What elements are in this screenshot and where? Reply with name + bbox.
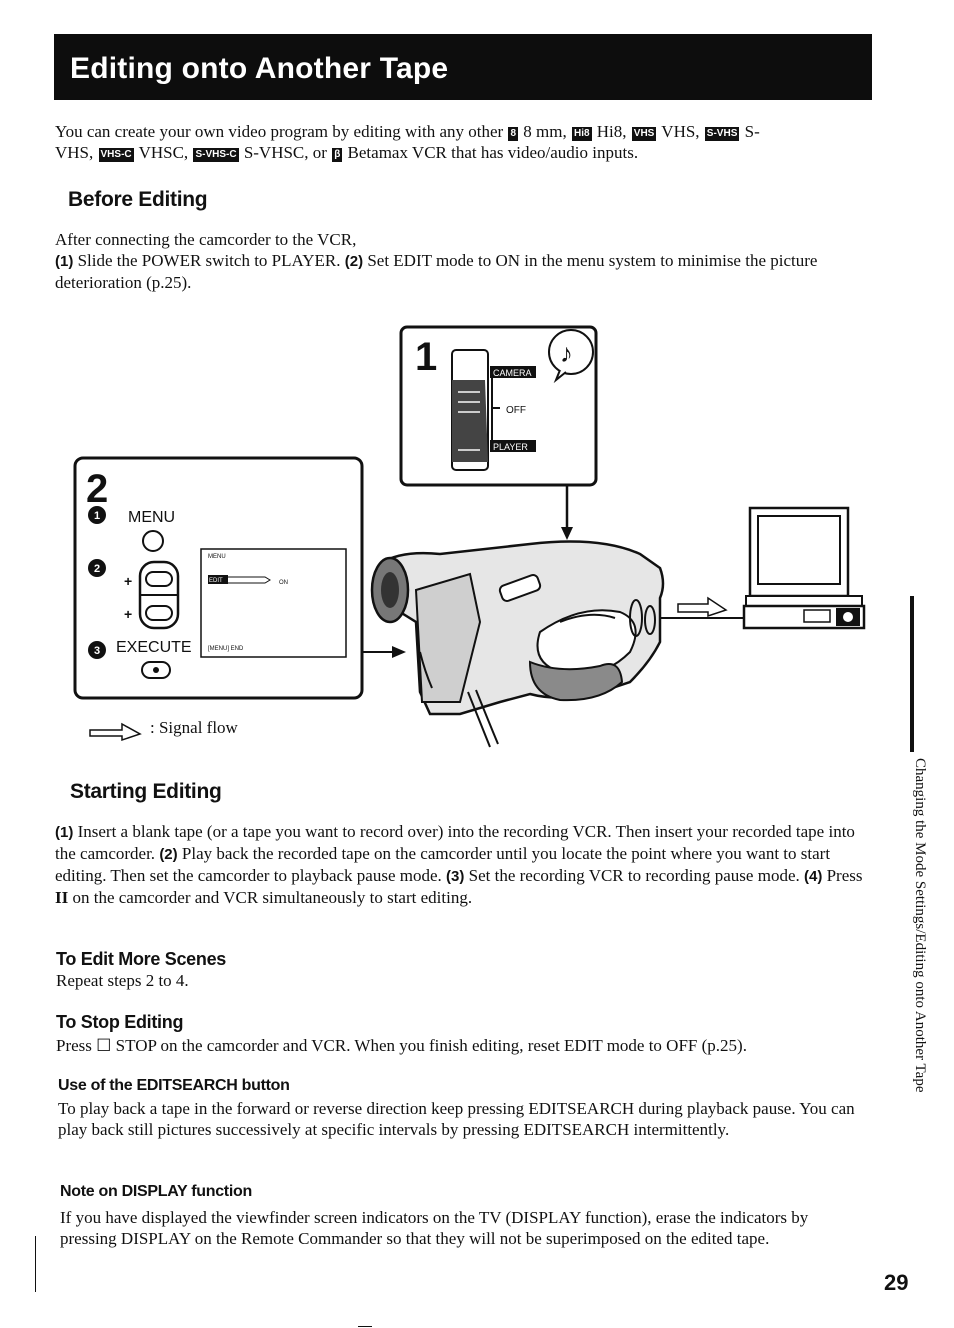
stop-editing-body: Press ☐ STOP on the camcorder and VCR. W… — [56, 1035, 876, 1056]
before-editing-heading: Before Editing — [68, 188, 208, 211]
step2-panel: 2 1 MENU 2 + + 3 EXECUTE MENU EDIT ON [M… — [73, 456, 364, 700]
page-title: Editing onto Another Tape — [70, 52, 449, 85]
svg-text:+: + — [124, 606, 132, 622]
intro-text: You can create your own video program by… — [55, 122, 504, 141]
stop-editing-heading: To Stop Editing — [56, 1012, 184, 1032]
side-tab-label: Changing the Mode Settings/Editing onto … — [912, 758, 928, 1093]
left-margin-rule — [35, 1236, 36, 1292]
screen-edit-label: EDIT — [209, 578, 223, 584]
stop-icon: ☐ — [96, 1036, 112, 1055]
svg-text:3: 3 — [94, 645, 100, 657]
before-step2: Set EDIT mode to ON in the menu system t… — [55, 251, 818, 292]
intro-svhsc: S-VHSC, or — [239, 143, 332, 162]
before-line1: After connecting the camcorder to the VC… — [55, 230, 357, 249]
starting-editing-heading: Starting Editing — [70, 780, 222, 803]
signal-flow-legend — [89, 722, 142, 742]
vhs-logo-icon: VHS — [631, 127, 657, 141]
power-switch-icon — [452, 380, 488, 462]
editsearch-body: To play back a tape in the forward or re… — [58, 1099, 855, 1139]
starting-step4a: Press — [822, 866, 863, 885]
svg-text:1: 1 — [94, 510, 100, 522]
signal-flow-legend-icon — [89, 722, 142, 742]
editing-illustration: 1 CAMERA OFF PLAYER ♪ 2 1 MENU 2 + + — [73, 325, 866, 748]
svg-text:2: 2 — [94, 563, 100, 575]
step-number: (1) — [55, 824, 74, 841]
betamax-logo-icon: β — [332, 148, 343, 162]
vhsc-logo-icon: VHS-C — [98, 148, 134, 162]
edit-more-body: Repeat steps 2 to 4. — [56, 971, 189, 990]
8mm-logo-icon: 8 — [508, 127, 519, 141]
intro-vhs: VHS, — [657, 122, 704, 141]
step-number: (2) — [344, 253, 364, 270]
display-heading: Note on DISPLAY function — [60, 1183, 252, 1200]
execute-label: EXECUTE — [116, 639, 192, 656]
menu-button-icon — [142, 530, 164, 552]
intro-vhsc: VHSC, — [134, 143, 193, 162]
circled-3-icon — [88, 641, 106, 659]
svg-text:+: + — [124, 573, 132, 589]
pause-icon: II — [55, 888, 69, 907]
intro-betamax: Betamax VCR that has video/audio inputs. — [343, 143, 639, 162]
starting-step3: Set the recording VCR to recording pause… — [464, 866, 804, 885]
arrow-down-icon — [561, 527, 573, 540]
intro-8mm: 8 mm, — [519, 122, 571, 141]
screen-menu-label: MENU — [208, 554, 226, 560]
svhsc-logo-icon: S-VHS-C — [193, 148, 239, 162]
beep-bubble-icon — [548, 329, 594, 375]
step-number: (4) — [804, 868, 823, 885]
intro-svhs: S- — [740, 122, 760, 141]
signal-flow-legend-label: : Signal flow — [150, 718, 238, 737]
intro-svhs-cont: VHS, — [55, 143, 98, 162]
hi8-logo-icon: Hi8 — [571, 127, 592, 141]
arrow-right-icon — [392, 646, 406, 658]
tv-vcr-illustration — [742, 506, 866, 630]
stop-text-a: Press — [56, 1036, 97, 1055]
circled-1-icon — [88, 506, 106, 524]
signal-flow-arrow-icon — [677, 596, 728, 618]
circled-2-icon — [88, 559, 106, 577]
execute-button-icon — [141, 661, 171, 679]
step2-number: 2 — [86, 467, 108, 511]
intro-paragraph: You can create your own video program by… — [55, 121, 875, 163]
title-bar: Editing onto Another Tape — [54, 34, 872, 100]
step-number: (3) — [446, 868, 465, 885]
starting-editing-body: (1) Insert a blank tape (or a tape you w… — [55, 821, 877, 908]
camcorder-illustration — [370, 540, 750, 748]
page-number: 29 — [884, 1270, 909, 1295]
menu-screen — [200, 548, 347, 658]
step1-panel: 1 CAMERA OFF PLAYER ♪ — [399, 325, 598, 487]
intro-hi8: Hi8, — [592, 122, 631, 141]
step-number: (2) — [159, 846, 178, 863]
display-body: If you have displayed the viewfinder scr… — [60, 1208, 809, 1248]
starting-step4b: on the camcorder and VCR simultaneously … — [68, 888, 473, 907]
bottom-mark — [358, 1326, 372, 1327]
before-step1: Slide the POWER switch to PLAYER. — [73, 251, 345, 270]
screen-on-label: ON — [279, 580, 288, 586]
edit-more-heading: To Edit More Scenes — [56, 949, 227, 969]
svhs-logo-icon: S-VHS — [704, 127, 740, 141]
editsearch-heading: Use of the EDITSEARCH button — [58, 1077, 290, 1094]
menu-label: MENU — [128, 509, 175, 526]
starting-step1: Insert a blank tape (or a tape you want … — [55, 822, 855, 863]
side-tab-rule — [910, 596, 914, 752]
starting-step2: Play back the recorded tape on the camco… — [55, 844, 831, 885]
step-number: (1) — [55, 253, 74, 270]
stop-text-b: STOP on the camcorder and VCR. When you … — [111, 1036, 747, 1055]
off-label: OFF — [506, 405, 526, 416]
screen-end-label: [MENU] END — [208, 646, 244, 652]
camera-label: CAMERA — [493, 368, 532, 378]
before-editing-body: After connecting the camcorder to the VC… — [55, 229, 875, 293]
step1-number: 1 — [415, 335, 437, 379]
music-note-icon: ♪ — [560, 338, 573, 368]
player-label: PLAYER — [493, 442, 528, 452]
